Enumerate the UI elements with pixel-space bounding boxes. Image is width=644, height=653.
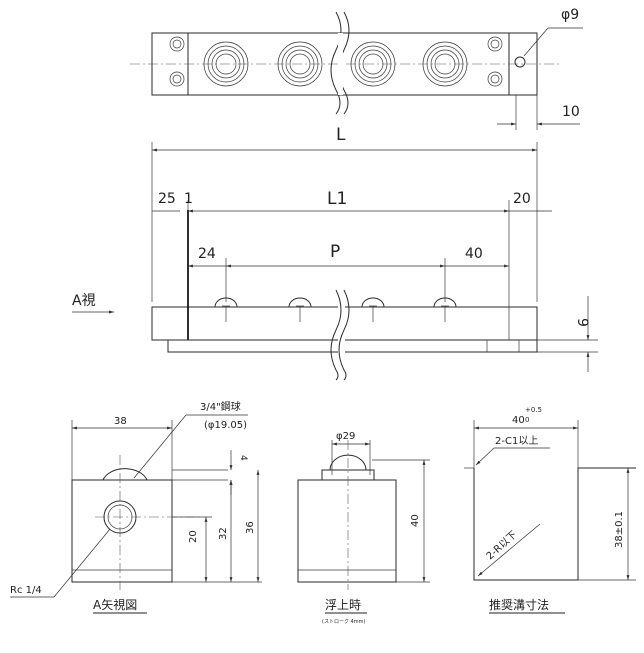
dim-20b-label: 20	[188, 530, 199, 543]
dim-36-label: 36	[245, 521, 256, 534]
ball-unit	[277, 41, 323, 87]
break-line	[330, 289, 342, 381]
ball-unit	[422, 41, 468, 87]
groove-width-label: 40	[512, 415, 525, 426]
bolt-circles	[169, 36, 503, 87]
front-base	[167, 339, 538, 353]
port-label: Rc 1/4	[10, 585, 42, 596]
ball-units	[203, 41, 468, 87]
dim-l-label: L	[336, 125, 346, 145]
dim-4-label: 4	[238, 455, 248, 461]
ball-note-line2: (φ19.05)	[204, 420, 247, 431]
float-body	[297, 479, 397, 583]
view-arrow-label: A視	[72, 293, 96, 309]
dim-25-label: 25	[158, 191, 176, 207]
steel-ball	[102, 468, 148, 481]
float-caption: 浮上時	[325, 598, 361, 612]
dim-24-label: 24	[198, 246, 216, 262]
groove-depth-label: 38±0.1	[614, 511, 625, 548]
break-line	[338, 289, 350, 381]
dim-9-label: 9	[574, 318, 590, 327]
groove-view: 40 +0.5 0 2-C1以上 2-R以下 38±0.1 推奨溝寸法	[464, 406, 636, 614]
groove-caption: 推奨溝寸法	[489, 598, 549, 612]
ball-unit	[203, 41, 249, 87]
dim-1-label: 1	[184, 191, 193, 207]
view-a-body	[71, 479, 173, 583]
chamfer-note: 2-C1以上	[495, 435, 538, 447]
groove-profile	[473, 467, 636, 581]
float-stroke-note: (ストローク 4mm)	[322, 619, 365, 625]
dim-32-label: 32	[218, 527, 229, 540]
view-a: 38 3/4"鋼球 (φ19.05) 4 20 32 36	[10, 400, 262, 614]
view-a-caption: A矢視図	[93, 597, 137, 612]
mounting-hole	[514, 56, 526, 68]
front-view: L L1 25 1 20 P 24 40	[72, 125, 598, 381]
dim-40-label: 40	[465, 246, 483, 262]
dim-20-label: 20	[513, 191, 531, 207]
top-view: φ9 10	[130, 7, 583, 130]
dim-38-label: 38	[114, 416, 127, 427]
ball-note-line1: 3/4"鋼球	[200, 400, 241, 413]
hole-dia-label: φ9	[561, 7, 579, 23]
dim-p-label: P	[330, 242, 340, 262]
ball-domes	[214, 297, 457, 322]
float-height-label: 40	[410, 514, 421, 527]
groove-width-tol: +0.5	[525, 406, 542, 414]
ball-unit	[350, 41, 396, 87]
float-dia-label: φ29	[336, 431, 355, 442]
dim-l1-label: L1	[327, 189, 347, 209]
float-view: φ29 40 浮上時 (ストローク 4mm)	[297, 431, 430, 625]
edge-dim-label: 10	[562, 104, 580, 120]
float-ball	[329, 454, 367, 471]
groove-width-tol-low: 0	[525, 416, 529, 424]
break-line	[330, 11, 342, 115]
